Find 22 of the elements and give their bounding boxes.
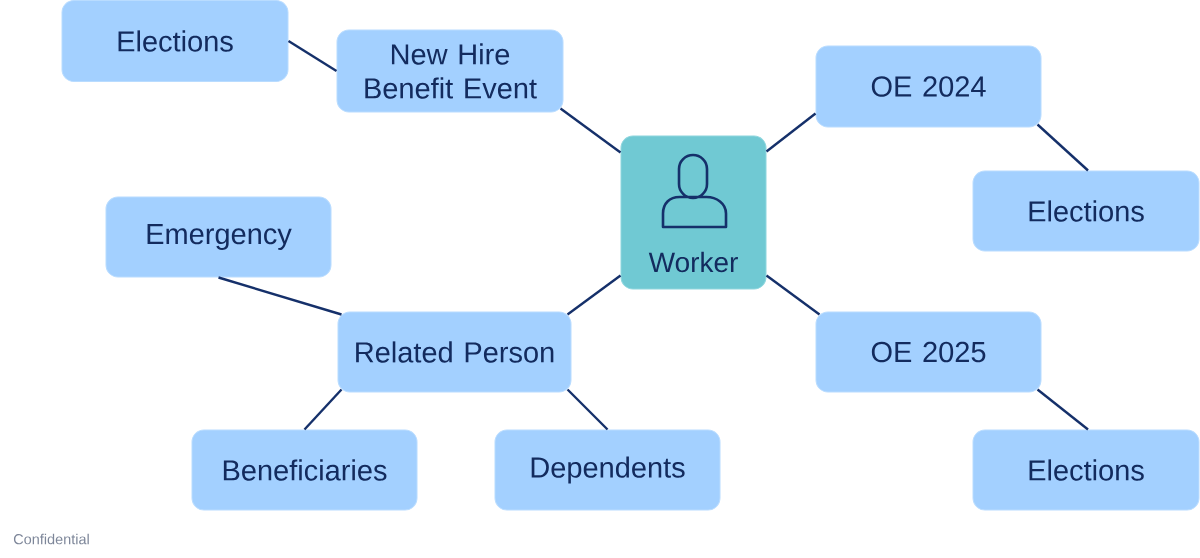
connector-line: [559, 107, 622, 154]
rounded-box: Worker: [620, 135, 767, 290]
rounded-box: OE 2025: [815, 311, 1042, 393]
rounded-box: Emergency: [105, 196, 332, 278]
connector-line: [218, 276, 342, 316]
connector-line: [566, 388, 609, 431]
footer-note: Confidential: [13, 533, 89, 545]
connector-line: [566, 274, 622, 316]
rounded-box: Related Person: [337, 311, 572, 393]
connector-line: [303, 388, 343, 431]
connector-line: [287, 40, 338, 73]
rounded-box: OE 2024: [815, 45, 1042, 128]
rounded-box: New Hire Benefit Event: [336, 29, 564, 113]
rounded-box: Dependents: [494, 429, 721, 511]
connector-line: [765, 112, 817, 153]
connector-line: [765, 274, 821, 316]
connector-line: [1036, 388, 1089, 431]
connector-line: [1036, 123, 1089, 172]
rounded-box: Elections: [61, 0, 289, 82]
rounded-box: Elections: [972, 170, 1200, 252]
rounded-box: Beneficiaries: [191, 429, 418, 511]
rounded-box: Elections: [972, 429, 1200, 511]
